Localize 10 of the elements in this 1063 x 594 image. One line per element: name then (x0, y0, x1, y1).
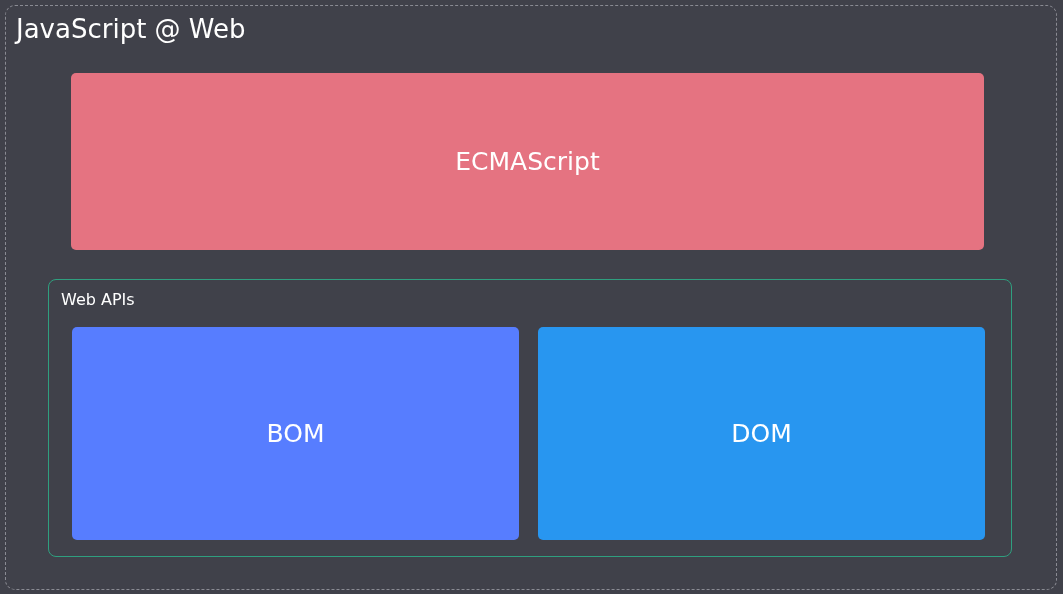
dashed-frame (5, 5, 1057, 590)
layer-block (538, 327, 985, 540)
layer-block (71, 73, 984, 250)
layer-block (72, 327, 519, 540)
block-label: ECMAScript (455, 147, 600, 176)
block-label: BOM (266, 419, 325, 448)
block-label: DOM (731, 419, 792, 448)
group-panel (48, 279, 1012, 557)
group-title: Web APIs (61, 290, 135, 309)
frame-title: JavaScript @ Web (16, 14, 246, 44)
